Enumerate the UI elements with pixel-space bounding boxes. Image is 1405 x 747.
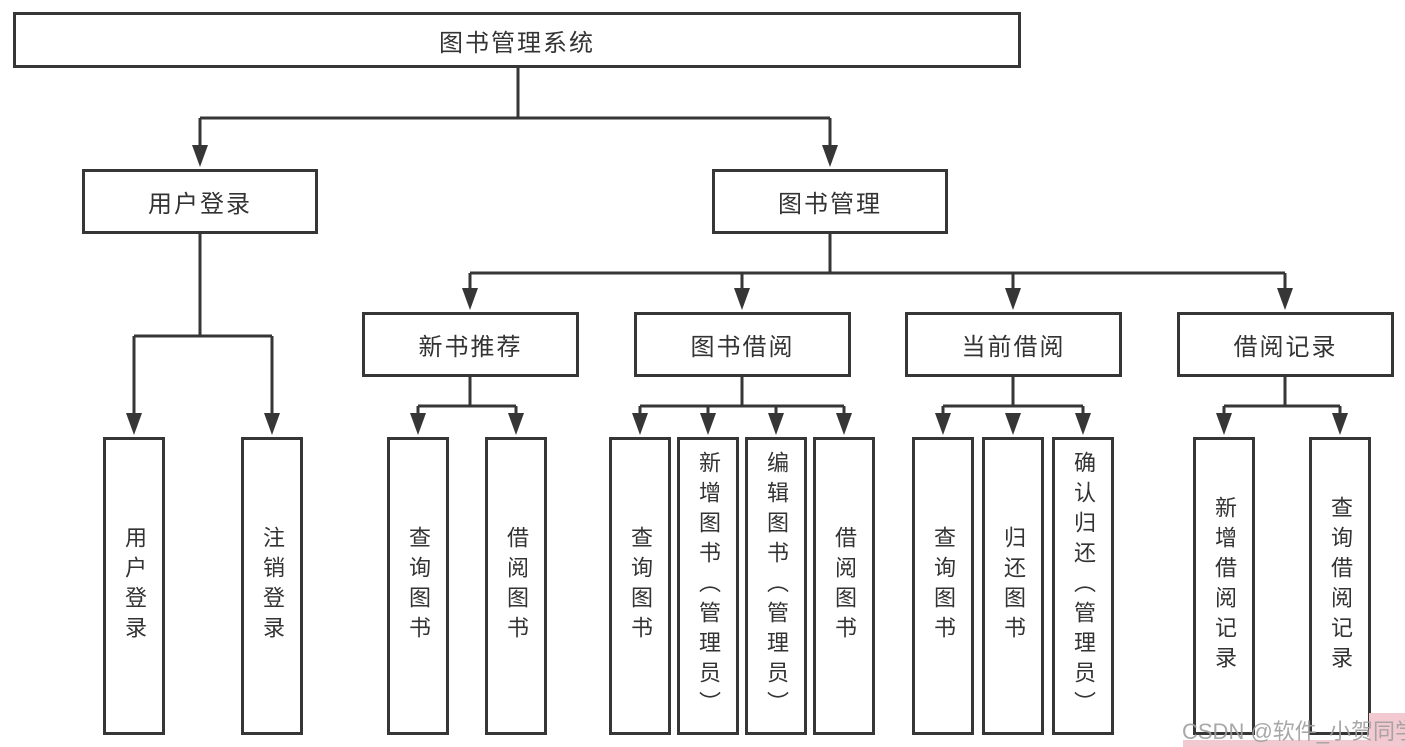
leaf-borrow-book-recommend: 借阅图书 [485, 437, 547, 735]
leaf-add-book-admin: 新增图书（管理员） [677, 437, 739, 735]
leaf-add-borrow-record: 新增借阅记录 [1193, 437, 1255, 735]
watermark: CSDN @软件_小贺同学 [1160, 710, 1405, 747]
arrowhead-icons [126, 145, 1348, 435]
leaf-query-book-recommend: 查询图书 [387, 437, 449, 735]
leaf-query-book-current: 查询图书 [912, 437, 974, 735]
leaf-query-book: 查询图书 [609, 437, 671, 735]
leaf-query-borrow-record: 查询借阅记录 [1309, 437, 1371, 735]
node-book-borrow: 图书借阅 [634, 312, 851, 377]
leaf-edit-book-admin: 编辑图书（管理员） [745, 437, 807, 735]
watermark-accent-strip [1183, 740, 1405, 747]
node-new-book-recommend: 新书推荐 [362, 312, 579, 377]
node-user-login: 用户登录 [82, 169, 318, 234]
node-current-borrow: 当前借阅 [905, 312, 1122, 377]
node-borrow-records: 借阅记录 [1177, 312, 1394, 377]
leaf-logout-login: 注销登录 [241, 437, 303, 735]
leaf-borrow-book: 借阅图书 [813, 437, 875, 735]
node-library-management-system: 图书管理系统 [13, 12, 1021, 68]
node-book-management: 图书管理 [712, 169, 948, 234]
leaf-confirm-return-admin: 确认归还（管理员） [1052, 437, 1114, 735]
connector-path [132, 68, 1342, 414]
leaf-user-login: 用户登录 [103, 437, 165, 735]
leaf-return-book: 归还图书 [982, 437, 1044, 735]
watermark-text: CSDN @软件_小贺同学 [1182, 719, 1405, 744]
